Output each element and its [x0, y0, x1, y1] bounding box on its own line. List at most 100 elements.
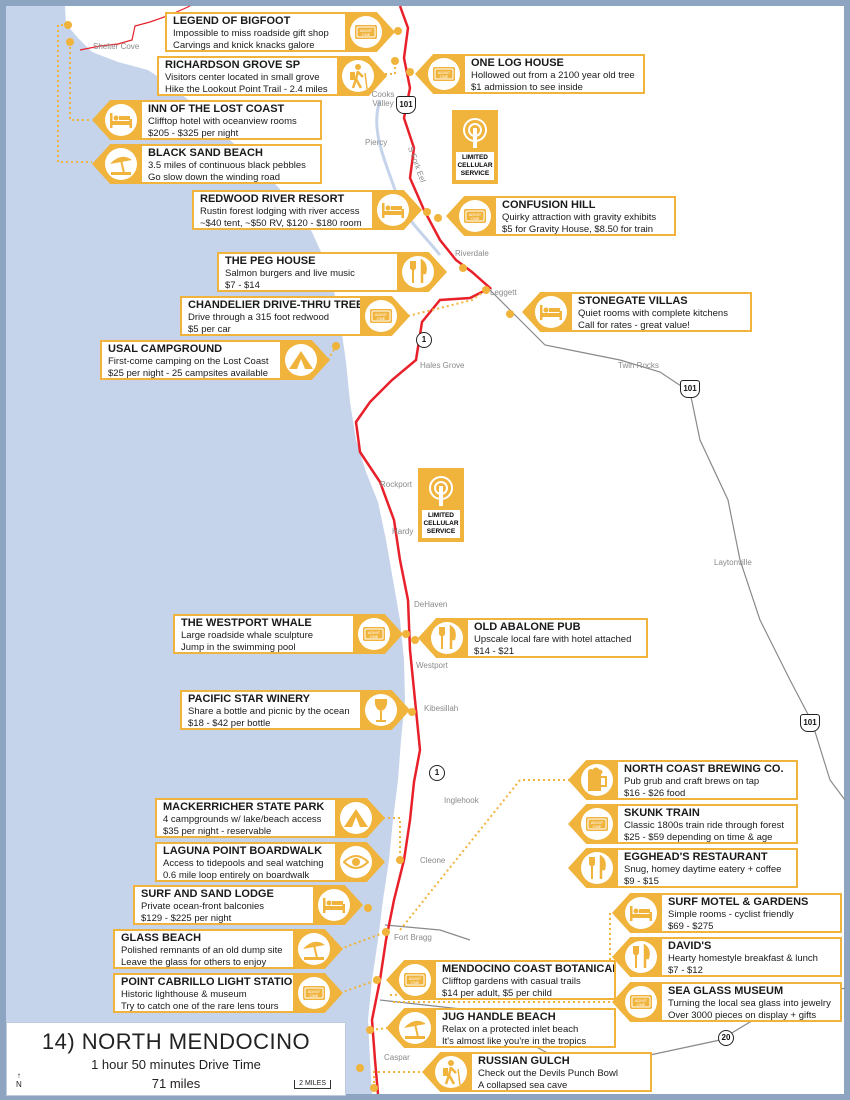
callout-detail: $1 admission to see inside	[471, 81, 583, 93]
scale-bar: 2 MILES	[294, 1080, 331, 1089]
callout-icon-tab	[295, 929, 343, 969]
callout-icon-tab	[92, 144, 140, 184]
north-label: N	[16, 1080, 22, 1089]
callout-detail: Relax on a protected inlet beach	[442, 1024, 579, 1035]
umbrella-icon	[105, 148, 137, 180]
svg-text:ONE: ONE	[440, 74, 449, 79]
callout-icon-tab	[337, 798, 385, 838]
callout-icon-tab	[568, 848, 616, 888]
callout-detail: Large roadside whale sculpture	[181, 630, 314, 641]
food-icon	[581, 852, 613, 884]
callout-title: LEGEND OF BIGFOOT	[173, 15, 291, 27]
callout-detail: A collapsed sea cave	[478, 1079, 568, 1091]
callout-detail: Access to tidepools and seal watching	[163, 858, 324, 869]
highway-shield: 1	[416, 332, 432, 348]
callout-detail: Jump in the swimming pool	[181, 641, 296, 653]
callout-detail: Carvings and knick knacks galore	[173, 39, 315, 51]
town-label: Piercy	[365, 138, 388, 147]
callout-detail: Polished remnants of an old dump site	[121, 945, 283, 956]
callout-detail: $16 - $26 food	[624, 787, 686, 799]
bed-icon	[535, 296, 567, 328]
callout-detail: Clifftop hotel with oceanview rooms	[148, 116, 297, 127]
callout-icon-tab	[386, 1008, 434, 1048]
town-label: Leggett	[490, 288, 517, 297]
callout-title: EGGHEAD'S RESTAURANT	[624, 851, 768, 863]
cell-service-sign: LIMITED CELLULAR SERVICE	[452, 110, 498, 184]
svg-text:ADMIT: ADMIT	[375, 312, 388, 317]
svg-text:ONE: ONE	[310, 993, 319, 998]
tent-icon	[340, 802, 372, 834]
town-label: Caspar	[384, 1053, 410, 1062]
title-box: 14) NORTH MENDOCINO 1 hour 50 minutes Dr…	[6, 1022, 346, 1096]
callout-detail: Drive through a 315 foot redwood	[188, 312, 330, 323]
callout-icon-tab	[374, 190, 422, 230]
bed-icon	[377, 194, 409, 226]
callout-detail: Quiet rooms with complete kitchens	[578, 308, 728, 319]
callout-title: SURF AND SAND LODGE	[141, 888, 274, 900]
svg-text:ADMIT: ADMIT	[409, 976, 422, 981]
callout-title: DAVID'S	[668, 940, 712, 952]
callout-icon-tab	[418, 618, 466, 658]
callout-detail: $25 - $59 depending on time & age	[624, 831, 773, 843]
distance: 71 miles	[151, 1076, 201, 1091]
town-label: Laytonville	[714, 558, 752, 567]
town-label: Cleone	[420, 856, 446, 865]
callout-detail: It's almost like you're in the tropics	[442, 1035, 587, 1047]
town-label: Riverdale	[455, 249, 489, 258]
callout-box: NORTH COAST BREWING CO.Pub grub and craf…	[616, 760, 798, 800]
callout-icon-tab	[399, 252, 447, 292]
svg-text:ADMIT: ADMIT	[368, 630, 381, 635]
callout-detail: Rustin forest lodging with river access	[200, 206, 360, 217]
town-label: Rockport	[380, 480, 413, 489]
callout-detail: 4 campgrounds w/ lake/beach access	[163, 814, 322, 825]
svg-text:ONE: ONE	[637, 1002, 646, 1007]
callout-title: OLD ABALONE PUB	[474, 621, 581, 633]
callout-title: POINT CABRILLO LIGHT STATION	[121, 976, 295, 988]
callout-title: THE WESTPORT WHALE	[181, 617, 312, 629]
svg-text:ADMIT: ADMIT	[360, 28, 373, 33]
svg-text:ONE: ONE	[471, 216, 480, 221]
callout-icon-tab	[339, 56, 387, 96]
town-label: Westport	[416, 661, 448, 670]
callout-detail: 0.6 mile loop entirely on boardwalk	[163, 869, 310, 881]
callout-detail: Hearty homestyle breakfast & lunch	[668, 953, 818, 964]
callout-detail: $9 - $15	[624, 875, 659, 887]
svg-text:ONE: ONE	[377, 316, 386, 321]
callout-detail: $205 - $325 per night	[148, 127, 239, 139]
beer-icon	[581, 764, 613, 796]
callout-title: LAGUNA POINT BOARDWALK	[163, 845, 323, 857]
svg-text:ADMIT: ADMIT	[591, 820, 604, 825]
callout-detail: Leave the glass for others to enjoy	[121, 956, 267, 968]
callout-detail: $25 per night - 25 campsites available	[108, 367, 269, 379]
